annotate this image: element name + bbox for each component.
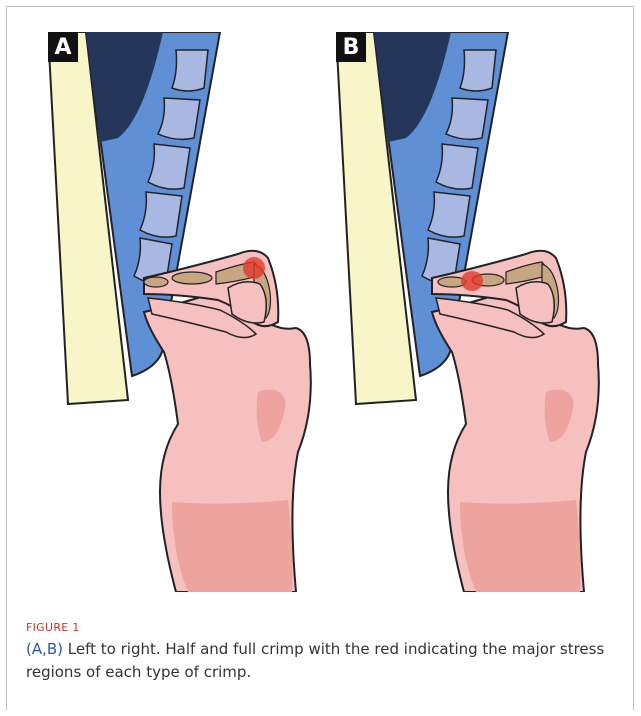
half-crimp-illustration	[48, 32, 348, 592]
panel-a: A	[48, 32, 348, 592]
full-crimp-illustration	[336, 32, 636, 592]
stress-region	[243, 257, 265, 279]
caption-body: Left to right. Half and full crimp with …	[26, 640, 604, 681]
panel-refs[interactable]: (A,B)	[26, 640, 63, 658]
caption-text: (A,B) Left to right. Half and full crimp…	[26, 638, 626, 684]
figure-label: FIGURE 1	[26, 621, 626, 634]
panel-b: B	[336, 32, 636, 592]
panel-label: B	[336, 32, 366, 62]
stress-region	[461, 271, 483, 291]
figure-caption: FIGURE 1 (A,B) Left to right. Half and f…	[26, 621, 626, 684]
arm-shadow	[172, 500, 293, 592]
panel-label: A	[48, 32, 78, 62]
arm-shadow	[460, 500, 581, 592]
